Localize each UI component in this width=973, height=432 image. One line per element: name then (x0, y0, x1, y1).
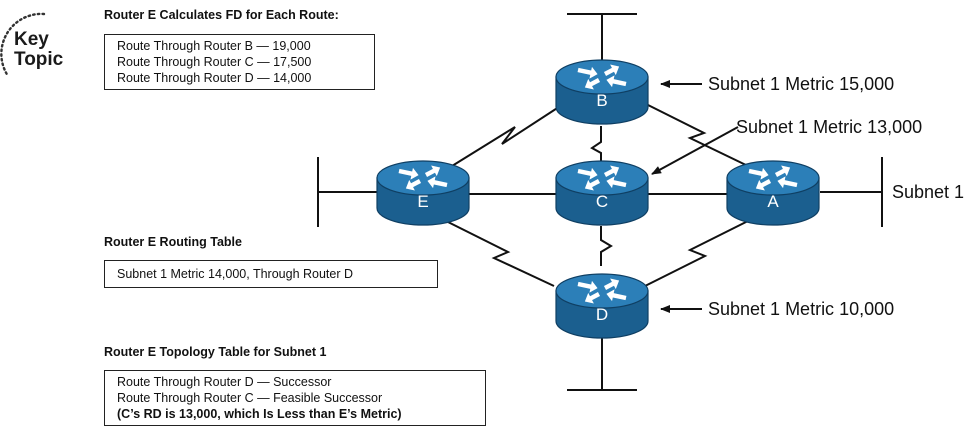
fd-heading: Router E Calculates FD for Each Route: (104, 8, 339, 22)
router-e: E (376, 160, 470, 226)
router-label-a: A (767, 192, 779, 211)
fd-box: Route Through Router B — 19,000 Route Th… (104, 34, 375, 90)
router-label-d: D (596, 305, 608, 324)
router-label-b: B (596, 91, 607, 110)
link-c-d (600, 226, 613, 266)
key-topic-line2: Topic (14, 49, 64, 70)
link-e-d (447, 221, 555, 287)
key-topic-dots (0, 12, 46, 78)
link-b-a (645, 103, 749, 167)
router-arrows-icon (577, 165, 627, 191)
routing-box: Subnet 1 Metric 14,000, Through Router D (104, 260, 438, 288)
router-b: B (555, 59, 649, 125)
topology-box: Route Through Router D — Successor Route… (104, 370, 486, 426)
router-c: C (555, 160, 649, 226)
c-metric-label: Subnet 1 Metric 13,000 (736, 117, 922, 137)
topology-row-d: Route Through Router D — Successor (117, 375, 332, 389)
router-arrows-icon (748, 165, 798, 191)
router-a: A (726, 160, 820, 226)
key-topic-label: Key Topic (14, 30, 63, 70)
link-a-d (644, 219, 751, 287)
serial-links (447, 102, 751, 287)
fd-row-c: Route Through Router C — 17,500 (117, 55, 312, 69)
d-metric-label: Subnet 1 Metric 10,000 (708, 299, 894, 319)
router-arrows-icon (398, 165, 448, 191)
fd-row-d: Route Through Router D — 14,000 (117, 71, 312, 85)
routing-heading: Router E Routing Table (104, 235, 242, 249)
router-label-e: E (417, 192, 428, 211)
topology-heading: Router E Topology Table for Subnet 1 (104, 345, 327, 359)
fd-row-b: Route Through Router B — 19,000 (117, 39, 311, 53)
router-d: D (555, 273, 649, 339)
router-arrows-icon (577, 278, 627, 304)
routing-row: Subnet 1 Metric 14,000, Through Router D (117, 267, 354, 281)
link-e-b (451, 102, 566, 167)
topology-row-c: Route Through Router C — Feasible Succes… (117, 391, 383, 405)
router-label-c: C (596, 192, 608, 211)
lan-segments (317, 13, 883, 391)
b-metric-label: Subnet 1 Metric 15,000 (708, 74, 894, 94)
router-arrows-icon (577, 64, 627, 90)
topology-note: (C’s RD is 13,000, which Is Less than E’… (117, 407, 402, 421)
subnet-label: Subnet 1 (892, 182, 964, 202)
arrow-c-metric (651, 126, 739, 175)
link-b-c (590, 126, 602, 162)
callout-arrows (651, 80, 739, 313)
key-topic-line1: Key (14, 29, 49, 50)
